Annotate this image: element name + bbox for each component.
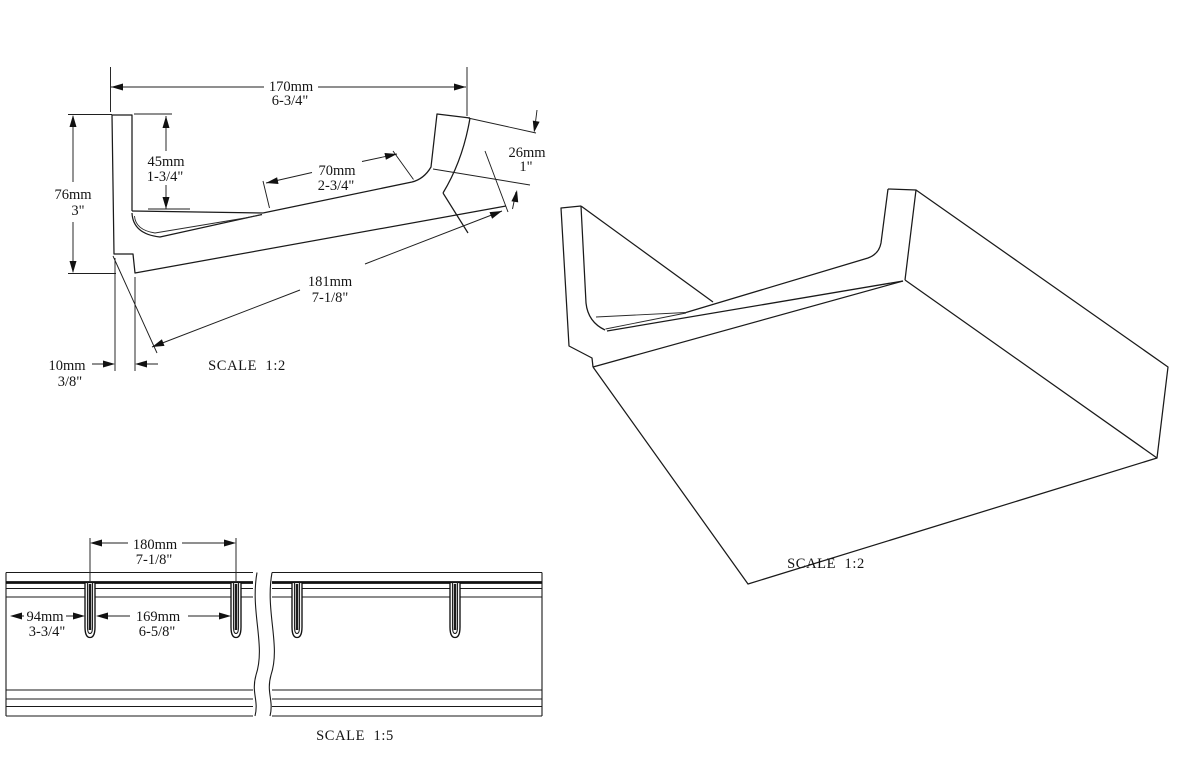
dim-ledge-mm-label: 45mm [147, 154, 185, 170]
rail-outline [5, 571, 543, 717]
iso-scale-label: SCALE 1:2 [787, 556, 865, 572]
dim-slope-mm-label: 70mm [318, 163, 356, 179]
dim-rightwall-mm-label: 26mm [508, 145, 546, 161]
break-line-right [268, 572, 275, 717]
dim-gap-in-label: 6-5/8" [139, 624, 176, 640]
dim-step-mm-label: 10mm [48, 358, 86, 374]
dim-width-mm-label: 170mm [269, 79, 314, 95]
dim-rightwall-in-label: 1" [519, 159, 532, 175]
profile-scale-label: SCALE 1:2 [208, 358, 286, 374]
dim-end-in-label: 3-3/4" [29, 624, 66, 640]
isometric-view: SCALE 1:2 [560, 188, 1169, 585]
dim-slope-in-label: 2-3/4" [318, 178, 355, 194]
dim-gap-mm-label: 169mm [136, 609, 181, 625]
profile-part-outline [111, 113, 507, 274]
section-view: 180mm 7-1/8" 94mm 3-3/4" 169mm 6-5/8" SC… [5, 537, 543, 744]
dim-width-in-label: 6-3/4" [272, 93, 309, 109]
break-line-left [253, 572, 260, 717]
dim-pitch-in-label: 7-1/8" [136, 552, 173, 568]
dim-step-in-label: 3/8" [58, 374, 83, 390]
dim-panel-mm-label: 181mm [308, 274, 353, 290]
section-dimension-lines [10, 538, 237, 620]
dim-height-mm-label: 76mm [54, 187, 92, 203]
dim-height-in-label: 3" [71, 203, 84, 219]
dim-pitch-mm-label: 180mm [133, 537, 178, 553]
dim-panel-in-label: 7-1/8" [312, 290, 349, 306]
profile-dimension-lines [68, 67, 540, 371]
rail-slots [84, 581, 461, 639]
dim-end-mm-label: 94mm [26, 609, 64, 625]
dim-ledge-in-label: 1-3/4" [147, 169, 184, 185]
profile-view: 170mm 6-3/4" 45mm 1-3/4" 70mm 2-3/4" 26m… [48, 67, 546, 390]
section-scale-label: SCALE 1:5 [316, 728, 394, 744]
iso-part-outline [560, 188, 1169, 585]
